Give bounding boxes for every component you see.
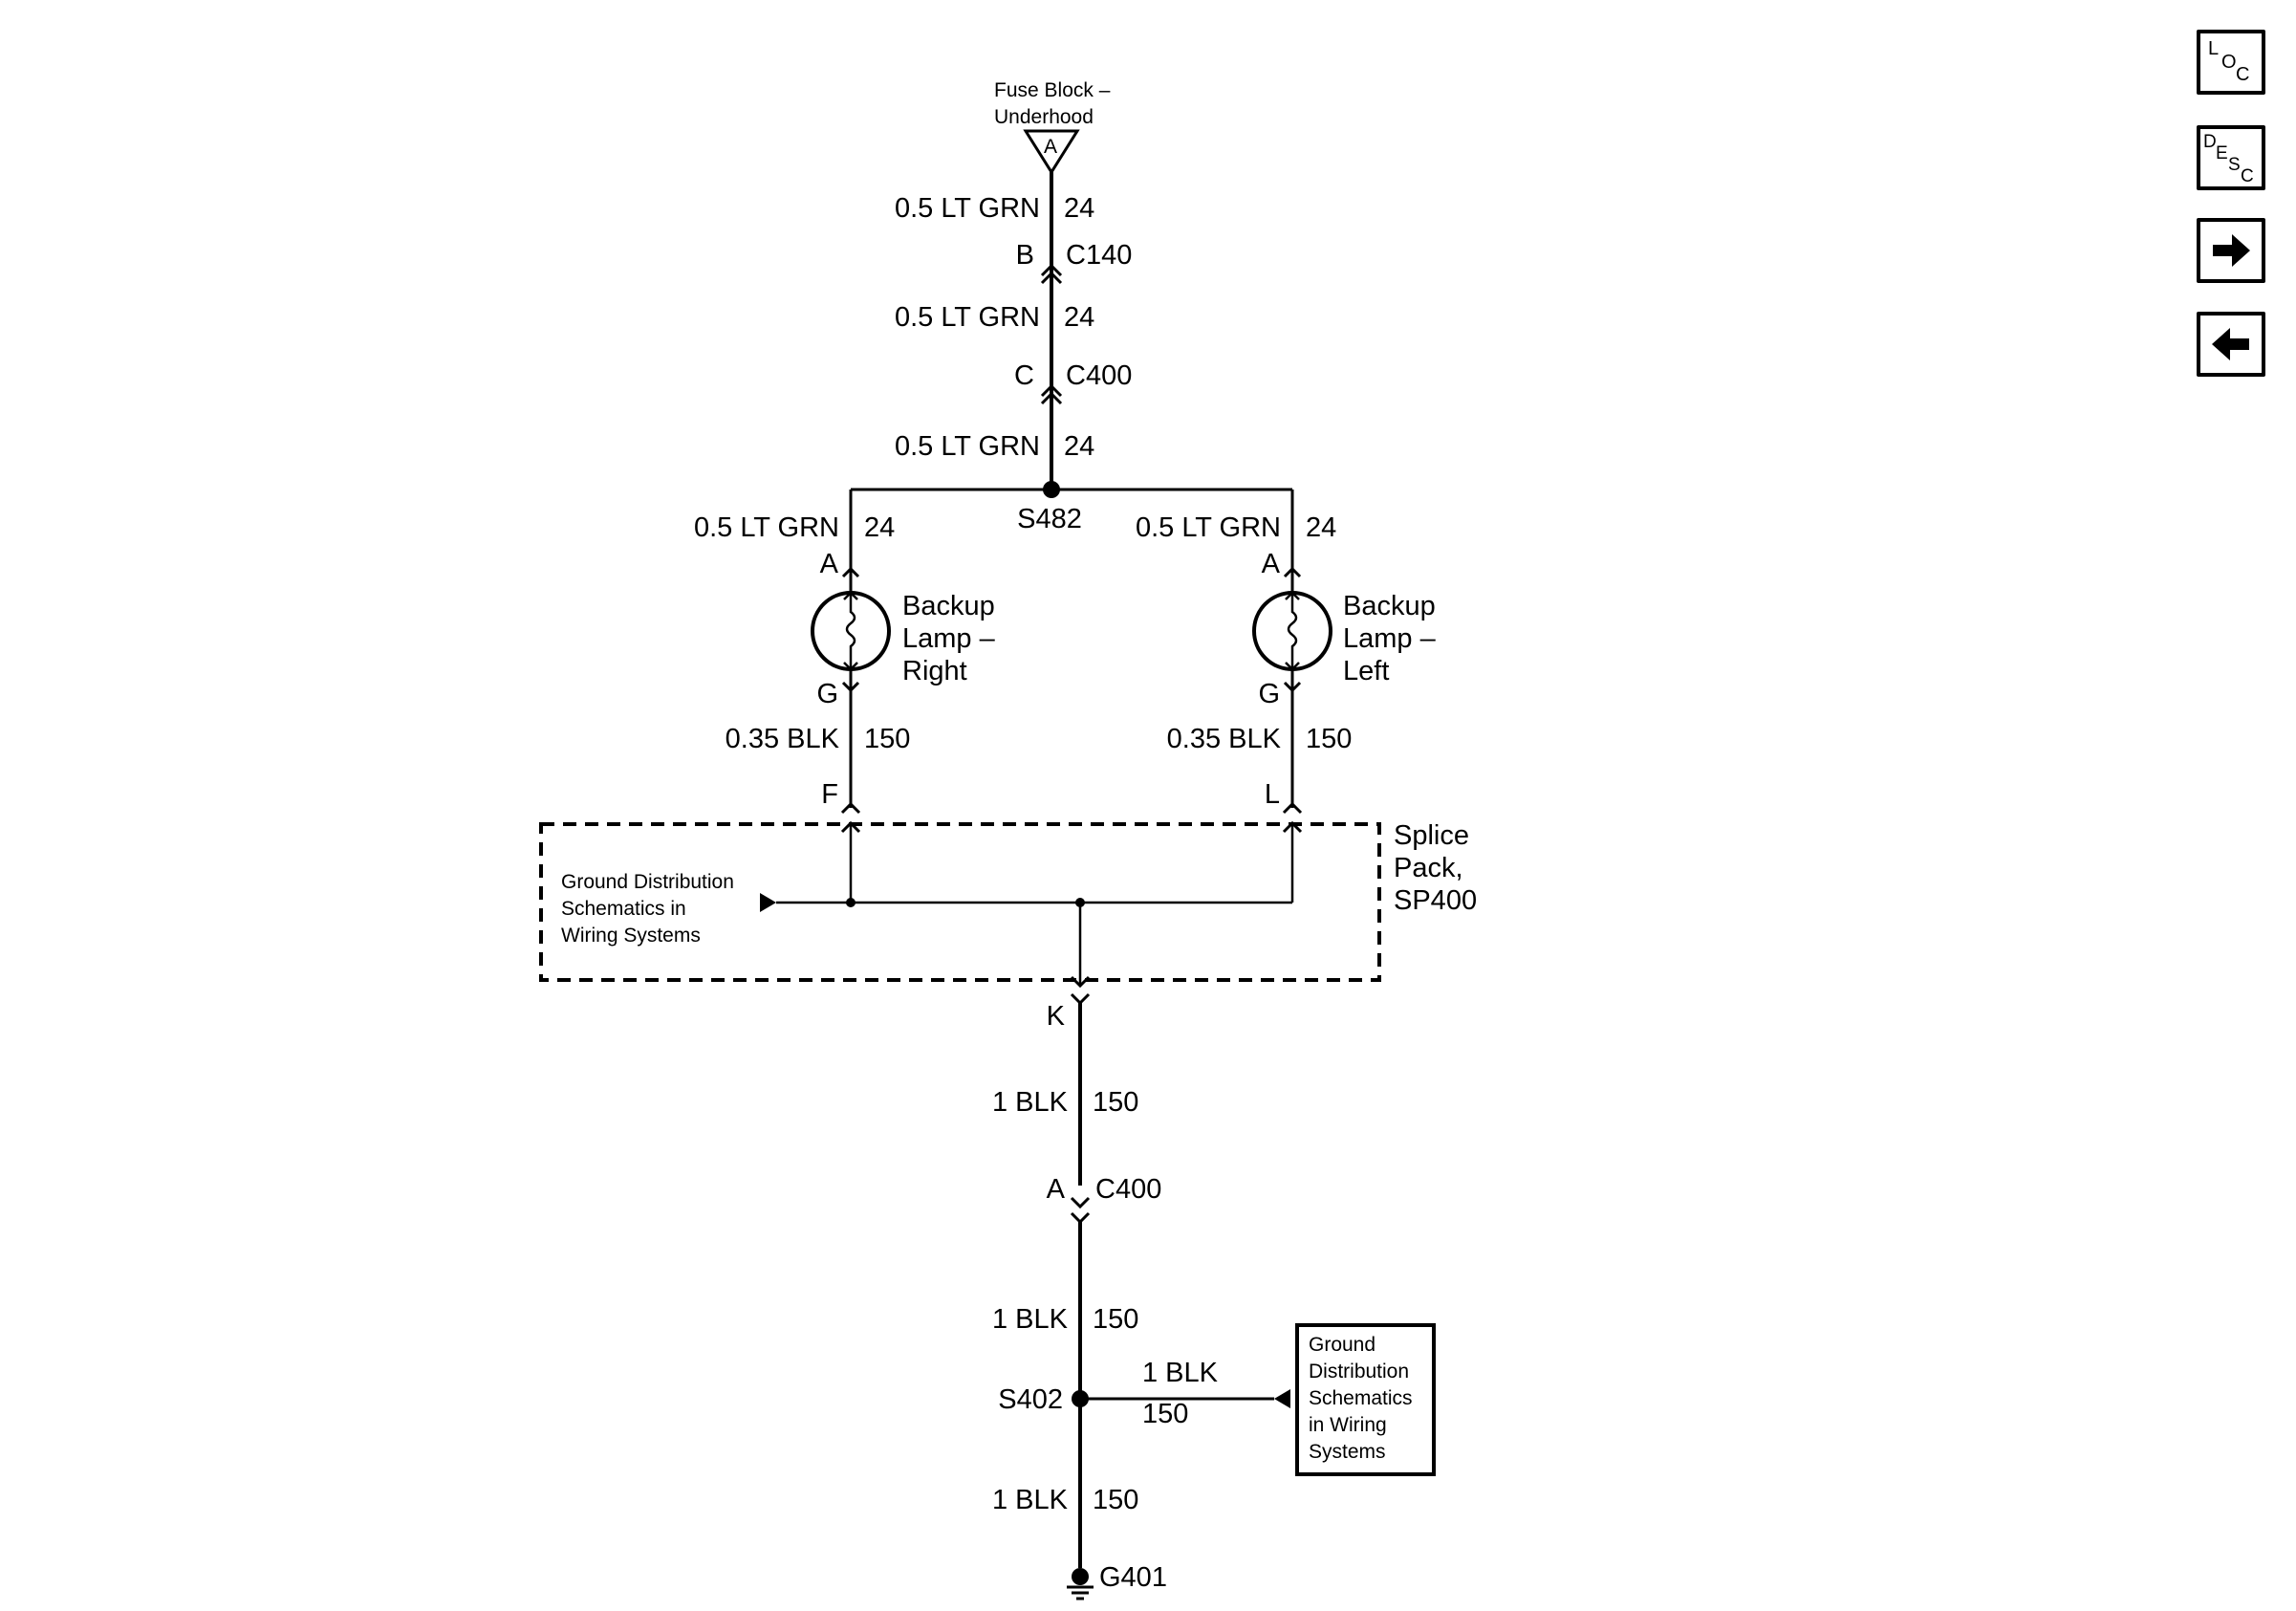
desc-letter-e: E bbox=[2216, 143, 2228, 163]
splice-dot bbox=[1043, 481, 1060, 498]
circuit-number: 24 bbox=[864, 512, 895, 543]
splice-pack-outline bbox=[539, 822, 1381, 982]
backup-lamp-left[interactable]: Backup Lamp – Left bbox=[1252, 566, 1437, 693]
lamp-label-line2: Lamp – bbox=[1343, 623, 1437, 654]
fuse-block-label-line1: Fuse Block – bbox=[994, 79, 1111, 101]
lamp-label-line1: Backup bbox=[902, 591, 995, 621]
splice-pack-sp400[interactable]: Splice Pack, SP400 Ground Distribution S… bbox=[539, 820, 1477, 985]
splice-label: S482 bbox=[1017, 504, 1082, 534]
connector-symbol bbox=[1040, 383, 1063, 405]
connector-k[interactable]: K bbox=[1047, 975, 1091, 1032]
bus-junction-dot bbox=[846, 898, 856, 907]
description-button[interactable]: D E S C bbox=[2197, 125, 2265, 190]
wire-label: 1 BLK bbox=[992, 1485, 1069, 1515]
circuit-number: 150 bbox=[1093, 1304, 1138, 1335]
splice-s482[interactable]: S482 bbox=[851, 481, 1292, 534]
ground-ref-line2[interactable]: Schematics in bbox=[561, 898, 686, 920]
previous-button[interactable] bbox=[2197, 312, 2265, 377]
desc-letter-c: C bbox=[2241, 166, 2254, 186]
backup-lamp-right[interactable]: Backup Lamp – Right bbox=[811, 566, 996, 693]
desc-letter-s: S bbox=[2228, 155, 2241, 175]
ground-g401[interactable]: G401 bbox=[1067, 1562, 1167, 1600]
connector-c140[interactable]: B C140 bbox=[1016, 240, 1133, 285]
lamp-filament-icon bbox=[1285, 591, 1300, 671]
connector-symbol bbox=[1040, 263, 1063, 285]
connector-pin: A bbox=[1047, 1174, 1066, 1205]
wire-label: 0.35 BLK bbox=[1167, 724, 1282, 754]
ref-box-line1: Ground bbox=[1309, 1334, 1375, 1356]
connector-name: C140 bbox=[1066, 240, 1132, 271]
reference-arrow-icon bbox=[760, 893, 776, 912]
circuit-number: 24 bbox=[1064, 431, 1094, 462]
lamp-label-line2: Lamp – bbox=[902, 623, 996, 654]
fuse-block-label-line2: Underhood bbox=[994, 106, 1094, 128]
wire-label: 0.5 LT GRN bbox=[895, 302, 1040, 333]
circuit-number: 150 bbox=[1093, 1485, 1138, 1515]
fuse-terminal-label: A bbox=[1044, 136, 1057, 158]
loc-letter-o: O bbox=[2221, 52, 2237, 73]
wire-label: 1 BLK bbox=[992, 1304, 1069, 1335]
lamp-pin: G bbox=[816, 679, 838, 709]
connector-c400-bottom[interactable]: A C400 bbox=[1047, 1174, 1162, 1225]
circuit-number: 150 bbox=[1306, 724, 1352, 754]
ref-box-line5: Systems bbox=[1309, 1441, 1386, 1463]
connector-pin: B bbox=[1016, 240, 1034, 271]
circuit-number: 24 bbox=[1064, 193, 1094, 224]
ground-dot bbox=[1072, 1568, 1089, 1585]
splice-label: S402 bbox=[998, 1384, 1063, 1415]
wire-label: 0.5 LT GRN bbox=[694, 512, 839, 543]
wire-label: 1 BLK bbox=[992, 1087, 1069, 1118]
lamp-pin: A bbox=[820, 549, 839, 579]
ground-ref-line3[interactable]: Wiring Systems bbox=[561, 925, 701, 947]
splice-pack-pin: K bbox=[1047, 1001, 1066, 1032]
circuit-number: 24 bbox=[1064, 302, 1094, 333]
connector-name: C400 bbox=[1066, 360, 1132, 391]
fuse-terminal-triangle bbox=[1023, 129, 1080, 175]
next-button[interactable] bbox=[2197, 218, 2265, 283]
reference-arrow-icon bbox=[1274, 1389, 1290, 1408]
splice-pack-label-line2: Pack, bbox=[1394, 853, 1463, 883]
desc-letter-d: D bbox=[2203, 132, 2217, 152]
ground-ref-line1[interactable]: Ground Distribution bbox=[561, 871, 734, 893]
splice-pack-label-line3: SP400 bbox=[1394, 885, 1477, 916]
circuit-number: 150 bbox=[1093, 1087, 1138, 1118]
lamp-label-line3: Left bbox=[1343, 656, 1389, 686]
splice-s402[interactable]: S402 bbox=[998, 1384, 1089, 1415]
connector-symbol bbox=[1070, 1196, 1091, 1225]
fuse-block-underhood[interactable]: Fuse Block – Underhood A bbox=[994, 79, 1111, 175]
loc-letter-l: L bbox=[2208, 38, 2219, 59]
splice-pack-label-line1: Splice bbox=[1394, 820, 1469, 851]
ref-box-line2: Distribution bbox=[1309, 1361, 1409, 1382]
wire-label: 0.35 BLK bbox=[726, 724, 840, 754]
lamp-label-line3: Right bbox=[902, 656, 967, 686]
circuit-number: 150 bbox=[1142, 1399, 1188, 1429]
reference-box-outline bbox=[1295, 1323, 1436, 1476]
lamp-pin: A bbox=[1262, 549, 1281, 579]
loc-letter-c: C bbox=[2236, 64, 2249, 85]
ref-box-line3: Schematics bbox=[1309, 1387, 1413, 1409]
splice-pack-pin: F bbox=[821, 779, 838, 810]
wire-label: 0.5 LT GRN bbox=[895, 193, 1040, 224]
circuit-number: 150 bbox=[864, 724, 910, 754]
arrow-left-icon bbox=[2212, 328, 2249, 360]
connector-pin: C bbox=[1014, 360, 1034, 391]
arrow-right-icon bbox=[2213, 234, 2250, 267]
circuit-number: 24 bbox=[1306, 512, 1336, 543]
wire-label: 1 BLK bbox=[1142, 1358, 1219, 1388]
location-button[interactable]: L O C bbox=[2197, 30, 2265, 95]
splice-pack-pin: L bbox=[1265, 779, 1280, 810]
ground-label: G401 bbox=[1099, 1562, 1167, 1593]
wire-label: 0.5 LT GRN bbox=[895, 431, 1040, 462]
wire-label: 0.5 LT GRN bbox=[1136, 512, 1281, 543]
lamp-filament-icon bbox=[843, 591, 858, 671]
ground-distribution-ref-box[interactable]: Ground Distribution Schematics in Wiring… bbox=[1295, 1323, 1436, 1476]
connector-c400-top[interactable]: C C400 bbox=[1014, 360, 1132, 405]
lamp-pin: G bbox=[1258, 679, 1280, 709]
lamp-label-line1: Backup bbox=[1343, 591, 1436, 621]
ref-box-line4: in Wiring bbox=[1309, 1414, 1387, 1436]
connector-name: C400 bbox=[1095, 1174, 1161, 1205]
